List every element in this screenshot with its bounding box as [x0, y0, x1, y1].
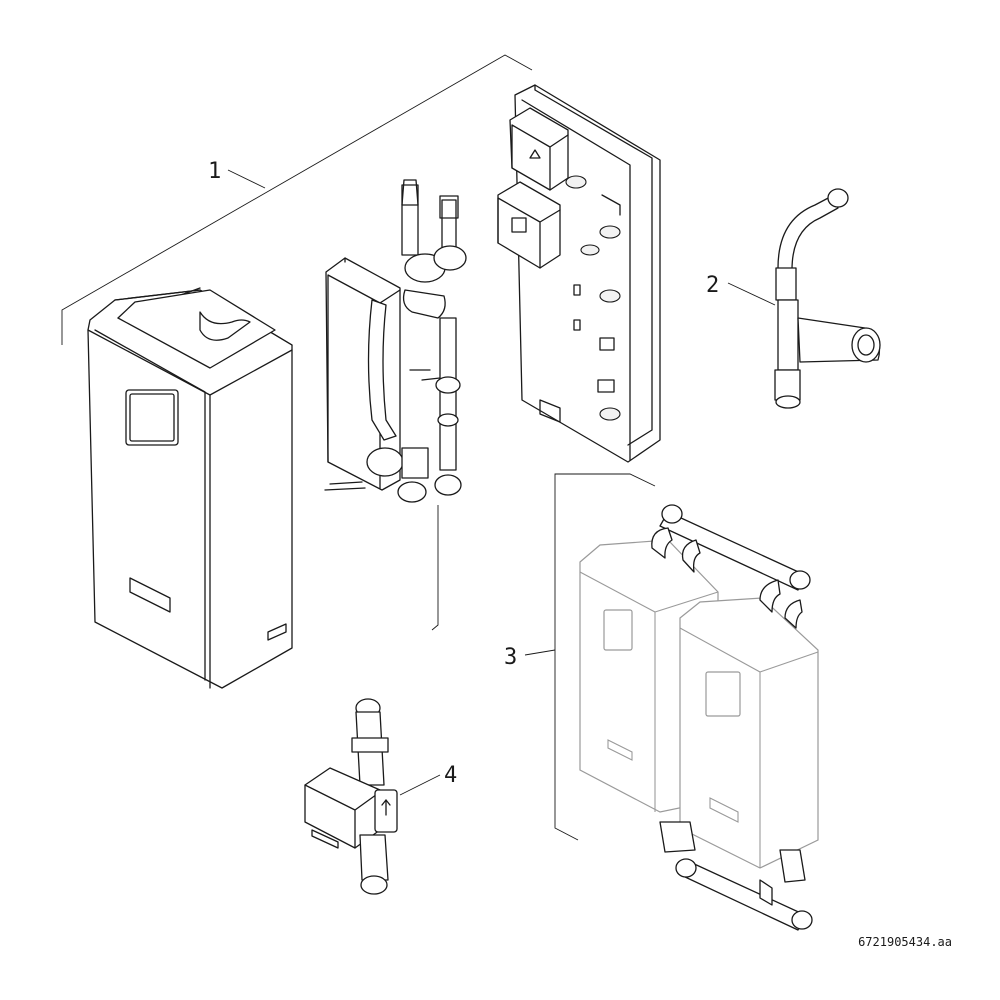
front-cover — [87, 287, 293, 689]
callout-3: 3 — [504, 645, 517, 670]
warning-triangle-icon — [529, 149, 541, 159]
solenoid-valve — [304, 698, 398, 895]
leader-2 — [727, 282, 776, 306]
mounting-plate — [497, 84, 661, 463]
callout-4: 4 — [444, 763, 457, 788]
reference-code: 6721905434.aa — [858, 935, 952, 949]
callout-2: 2 — [706, 273, 719, 298]
callout-1: 1 — [208, 159, 221, 184]
cascade-kit — [579, 504, 819, 931]
bracket-item-1 — [61, 54, 533, 345]
leader-4 — [399, 774, 441, 796]
hydraulic-unit — [324, 179, 467, 631]
up-arrow-icon — [381, 799, 391, 816]
bracket-item-3 — [524, 473, 656, 841]
pump-group — [774, 188, 881, 409]
